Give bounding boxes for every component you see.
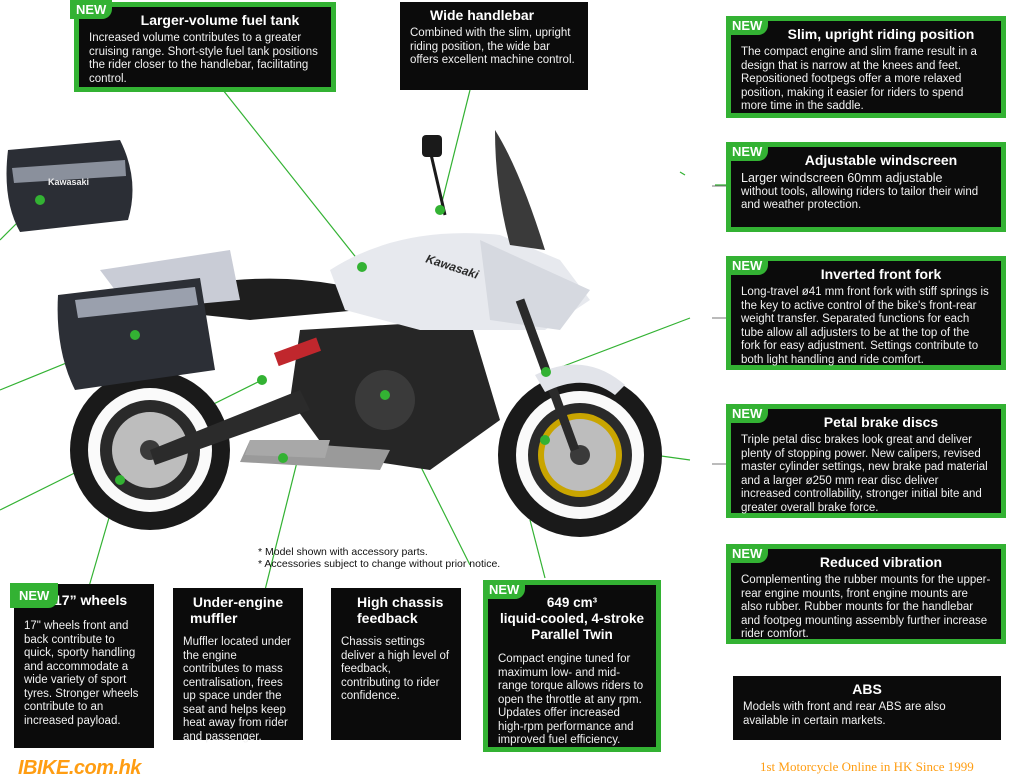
new-badge: NEW [483, 580, 526, 599]
chassis-title-line2: feedback [357, 610, 418, 626]
brakes-title: Petal brake discs [823, 414, 939, 430]
vibration-title: Reduced vibration [819, 554, 943, 570]
callout-muffler: Under-engine muffler Muffler located und… [173, 588, 303, 743]
callout-handlebar: Wide handlebar Combined with the slim, u… [400, 2, 588, 90]
wheels-title: 17” wheels [54, 592, 128, 608]
vibration-body: Complementing the rubber mounts for the … [741, 574, 991, 640]
new-badge: NEW [726, 256, 769, 275]
callout-engine: 649 cm³ liquid-cooled, 4-stroke Parallel… [483, 580, 661, 752]
chassis-title-line1: High chassis [357, 594, 444, 610]
callout-abs: ABS Models with front and rear ABS are a… [733, 676, 1001, 740]
engine-body: Compact engine tuned for maximum low- an… [498, 653, 644, 746]
chassis-body: Chassis settings deliver a high level of… [341, 636, 450, 702]
abs-body: Models with front and rear ABS are also … [743, 701, 946, 727]
new-badge: NEW [726, 404, 769, 423]
new-badge: NEW [726, 142, 769, 161]
new-badge: NEW [70, 0, 113, 19]
abs-title: ABS [852, 681, 882, 697]
brakes-body: Triple petal disc brakes look great and … [741, 434, 988, 514]
site-slogan: 1st Motorcycle Online in HK Since 1999 [760, 759, 974, 774]
callout-windscreen: Adjustable windscreen Larger windscreen … [726, 142, 1006, 232]
site-logo[interactable]: IBIKE.com.hk [18, 757, 141, 779]
engine-title-line1: 649 cm³ [546, 595, 598, 610]
riding-position-title: Slim, upright riding position [787, 26, 975, 42]
windscreen-body-line1: Larger windscreen 60mm adjustable [741, 171, 943, 185]
muffler-title-line2: muffler [190, 610, 238, 626]
engine-title-line2: liquid-cooled, 4-stroke [499, 611, 645, 626]
handlebar-title: Wide handlebar [430, 7, 535, 23]
callout-fuel-tank: Larger-volume fuel tank Increased volume… [74, 2, 336, 92]
callout-front-fork: Inverted front fork Long-travel ø41 mm f… [726, 256, 1006, 370]
windscreen-title: Adjustable windscreen [804, 152, 958, 168]
windscreen-body: without tools, allowing riders to tailor… [741, 185, 979, 212]
muffler-body: Muffler located under the engine contrib… [183, 636, 291, 743]
fuel-tank-body: Increased volume contributes to a greate… [89, 32, 318, 85]
top-case-brand: Kawasaki [48, 177, 89, 187]
callout-wheels: 17” wheels 17" wheels front and back con… [14, 584, 154, 748]
accessory-note-2: * Accessories subject to change without … [258, 558, 501, 570]
front-fork-body: Long-travel ø41 mm front fork with stiff… [741, 286, 989, 366]
new-badge: NEW [726, 16, 769, 35]
accessory-note-1: * Model shown with accessory parts. [258, 546, 428, 558]
callout-brakes: Petal brake discs Triple petal disc brak… [726, 404, 1006, 518]
front-wheel [498, 373, 662, 537]
callout-vibration: Reduced vibration Complementing the rubb… [726, 544, 1006, 644]
windscreen [495, 130, 545, 250]
riding-position-body: The compact engine and slim frame result… [741, 46, 977, 112]
front-fork-title: Inverted front fork [820, 266, 942, 282]
new-badge: NEW [10, 583, 59, 608]
new-badge: NEW [726, 544, 769, 563]
engine-title-line3: Parallel Twin [531, 627, 613, 642]
callout-chassis: High chassis feedback Chassis settings d… [331, 588, 461, 740]
muffler-title-line1: Under-engine [192, 594, 284, 610]
fuel-tank-title: Larger-volume fuel tank [140, 12, 300, 28]
callout-riding-position: Slim, upright riding position The compac… [726, 16, 1006, 118]
handlebar-body: Combined with the slim, upright riding p… [410, 27, 575, 66]
wheels-body: 17" wheels front and back contribute to … [24, 620, 139, 727]
